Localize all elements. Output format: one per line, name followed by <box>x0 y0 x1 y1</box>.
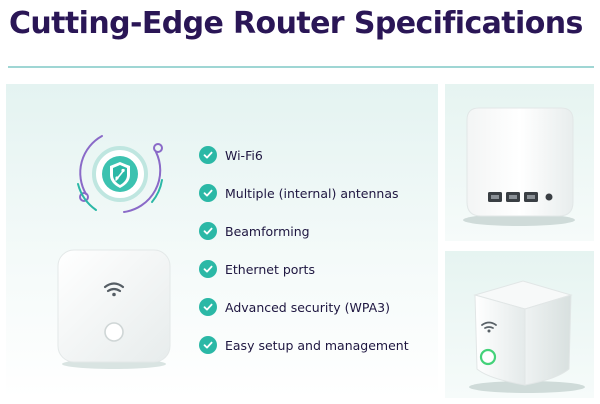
shield-icon <box>77 135 163 213</box>
feature-label: Multiple (internal) antennas <box>225 185 399 201</box>
check-icon <box>199 298 217 316</box>
feature-label: Easy setup and management <box>225 337 409 353</box>
wifi-icon <box>103 282 125 293</box>
list-item: Ethernet ports <box>199 258 439 280</box>
list-item: Wi-Fi6 <box>199 144 439 166</box>
router-front-image <box>57 249 171 369</box>
check-icon <box>199 184 217 202</box>
feature-label: Advanced security (WPA3) <box>225 299 390 315</box>
router-angled-image <box>445 251 594 398</box>
feature-panel <box>6 84 438 398</box>
list-item: Beamforming <box>199 220 439 242</box>
feature-label: Ethernet ports <box>225 261 315 277</box>
check-icon <box>199 222 217 240</box>
list-item: Easy setup and management <box>199 334 439 356</box>
router-back-image <box>445 84 594 241</box>
wifi-icon <box>481 321 497 329</box>
title-divider <box>8 66 594 68</box>
check-icon <box>199 146 217 164</box>
ethernet-port-icon <box>488 192 538 202</box>
power-indicator-icon <box>479 348 497 366</box>
page-title: Cutting-Edge Router Specifications <box>9 6 583 41</box>
list-item: Advanced security (WPA3) <box>199 296 439 318</box>
check-icon <box>199 260 217 278</box>
list-item: Multiple (internal) antennas <box>199 182 439 204</box>
feature-label: Beamforming <box>225 223 310 239</box>
feature-label: Wi-Fi6 <box>225 147 263 163</box>
check-icon <box>199 336 217 354</box>
